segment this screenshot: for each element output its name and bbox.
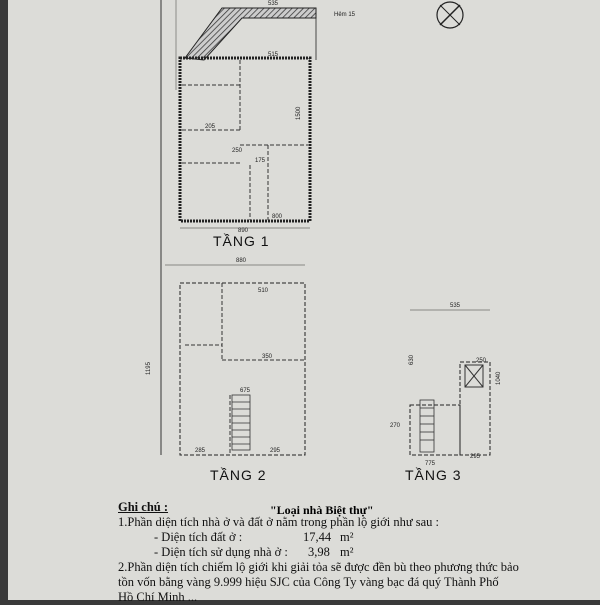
house-type: "Loại nhà Biệt thự": [270, 503, 374, 517]
dim-label: 630: [409, 354, 415, 365]
dim-label: 250: [476, 358, 487, 364]
dim-label: 285: [195, 448, 206, 454]
land-area-unit: m²: [340, 530, 354, 544]
use-area-label: - Diện tích sử dụng nhà ở :: [154, 545, 288, 559]
dim-label: 510: [258, 288, 269, 294]
dim-label: 295: [270, 448, 281, 454]
note-item-2-line-3: Hồ Chí Minh ...: [118, 590, 198, 604]
north-arrow-icon: [436, 1, 464, 29]
dim-label: 270: [390, 423, 401, 429]
dim-label: 515: [268, 52, 279, 58]
land-area-value: 17,44: [303, 530, 332, 544]
notes-section: Ghi chú : 1.Phần diện tích nhà ở và đất …: [118, 500, 598, 605]
floor1-plan: 535 515 1500 890 205 250 175 800 Hẻm 15: [178, 1, 356, 234]
dim-label: 535: [268, 1, 279, 7]
dim-label: 1040: [496, 371, 502, 385]
street-label: Hẻm 15: [334, 12, 356, 18]
floor2-label: TẦNG 2: [210, 467, 267, 483]
use-area-unit: m²: [340, 545, 354, 559]
dim-label: 350: [262, 354, 273, 360]
note-item-2-line-2: tồn vốn bằng vàng 9.999 hiệu SJC của Côn…: [118, 575, 499, 589]
dim-label: 800: [272, 214, 283, 220]
dim-label: 250: [232, 148, 243, 154]
land-area-label: - Diện tích đất ở :: [154, 530, 243, 544]
use-area-value: 3,98: [308, 545, 330, 559]
floor3-plan: 535 630 250 1040 775 270 295: [390, 303, 502, 467]
notes-heading: Ghi chú :: [118, 500, 169, 514]
dim-label: 890: [238, 228, 249, 234]
dim-label: 1195: [146, 361, 152, 375]
document-page: [8, 0, 600, 600]
dim-label: 175: [255, 158, 266, 164]
dim-label: 775: [425, 461, 436, 467]
floor3-label: TẦNG 3: [405, 467, 462, 483]
note-item-2-line-1: 2.Phần diện tích chiếm lộ giới khi giải …: [118, 560, 519, 574]
dim-label: 1500: [296, 106, 302, 120]
floor1-label: TẦNG 1: [213, 233, 270, 249]
dim-label: 535: [450, 303, 461, 309]
note-item-1: 1.Phần diện tích nhà ở và đất ở nằm tron…: [118, 515, 439, 529]
dim-label: 880: [236, 258, 247, 264]
dim-label: 295: [470, 454, 481, 460]
floor2-plan: 880 510 1195 675 285 350 295: [146, 258, 306, 456]
dim-label: 675: [240, 388, 251, 394]
dim-label: 205: [205, 124, 216, 130]
